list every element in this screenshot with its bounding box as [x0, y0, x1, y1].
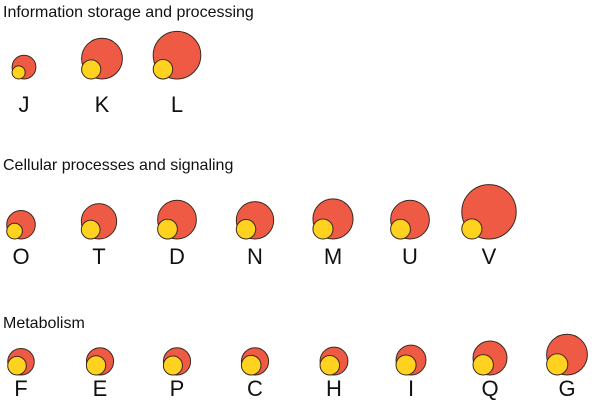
category-g: G	[546, 333, 588, 400]
category-label-p: P	[170, 376, 185, 400]
category-label-l: L	[171, 92, 183, 117]
category-label-c: C	[247, 376, 263, 400]
category-label-t: T	[92, 244, 105, 269]
inner-circle-j	[11, 65, 26, 80]
inner-circle-u	[390, 218, 411, 240]
inner-circle-e	[85, 355, 107, 376]
inner-circle-p	[162, 355, 183, 376]
inner-circle-d	[157, 218, 178, 240]
category-d: D	[157, 199, 197, 269]
category-m: M	[312, 198, 354, 269]
category-label-k: K	[95, 92, 110, 117]
inner-circle-m	[312, 218, 334, 240]
inner-circle-t	[80, 219, 101, 240]
category-e: E	[85, 347, 115, 400]
category-c: C	[240, 347, 270, 400]
inner-circle-f	[7, 355, 27, 376]
category-v: V	[461, 184, 517, 269]
inner-circle-l	[152, 58, 174, 80]
inner-circle-k	[81, 59, 102, 80]
category-f: F	[7, 347, 35, 400]
inner-circle-n	[235, 219, 257, 240]
category-label-i: I	[408, 376, 414, 400]
category-i: I	[395, 344, 427, 400]
category-h: H	[319, 346, 349, 400]
section-information-storage: J K L	[11, 30, 202, 117]
category-l: L	[152, 30, 202, 117]
inner-circle-g	[546, 353, 569, 376]
category-label-m: M	[324, 244, 342, 269]
category-label-g: G	[558, 376, 575, 400]
category-label-e: E	[93, 376, 108, 400]
category-u: U	[390, 199, 430, 269]
section-title-cellular-processes: Cellular processes and signaling	[3, 157, 233, 174]
category-label-u: U	[402, 244, 418, 269]
inner-circle-o	[6, 222, 23, 240]
category-label-v: V	[482, 244, 497, 269]
category-o: O	[6, 209, 36, 269]
inner-circle-h	[319, 354, 341, 376]
section-title-metabolism: Metabolism	[3, 315, 85, 332]
category-t: T	[80, 203, 118, 269]
category-j: J	[11, 54, 37, 117]
category-q: Q	[472, 340, 508, 400]
inner-circle-c	[240, 354, 262, 376]
category-k: K	[81, 37, 123, 117]
category-p: P	[162, 347, 192, 400]
inner-circle-q	[472, 354, 494, 376]
category-label-h: H	[326, 376, 342, 400]
category-n: N	[235, 201, 275, 269]
category-label-f: F	[14, 376, 27, 400]
section-title-information-storage: Information storage and processing	[3, 4, 254, 21]
inner-circle-i	[395, 354, 417, 376]
category-label-n: N	[247, 244, 263, 269]
category-label-q: Q	[481, 376, 498, 400]
category-label-j: J	[19, 92, 30, 117]
category-label-d: D	[169, 244, 185, 269]
inner-circle-v	[461, 218, 483, 240]
category-label-o: O	[12, 244, 29, 269]
